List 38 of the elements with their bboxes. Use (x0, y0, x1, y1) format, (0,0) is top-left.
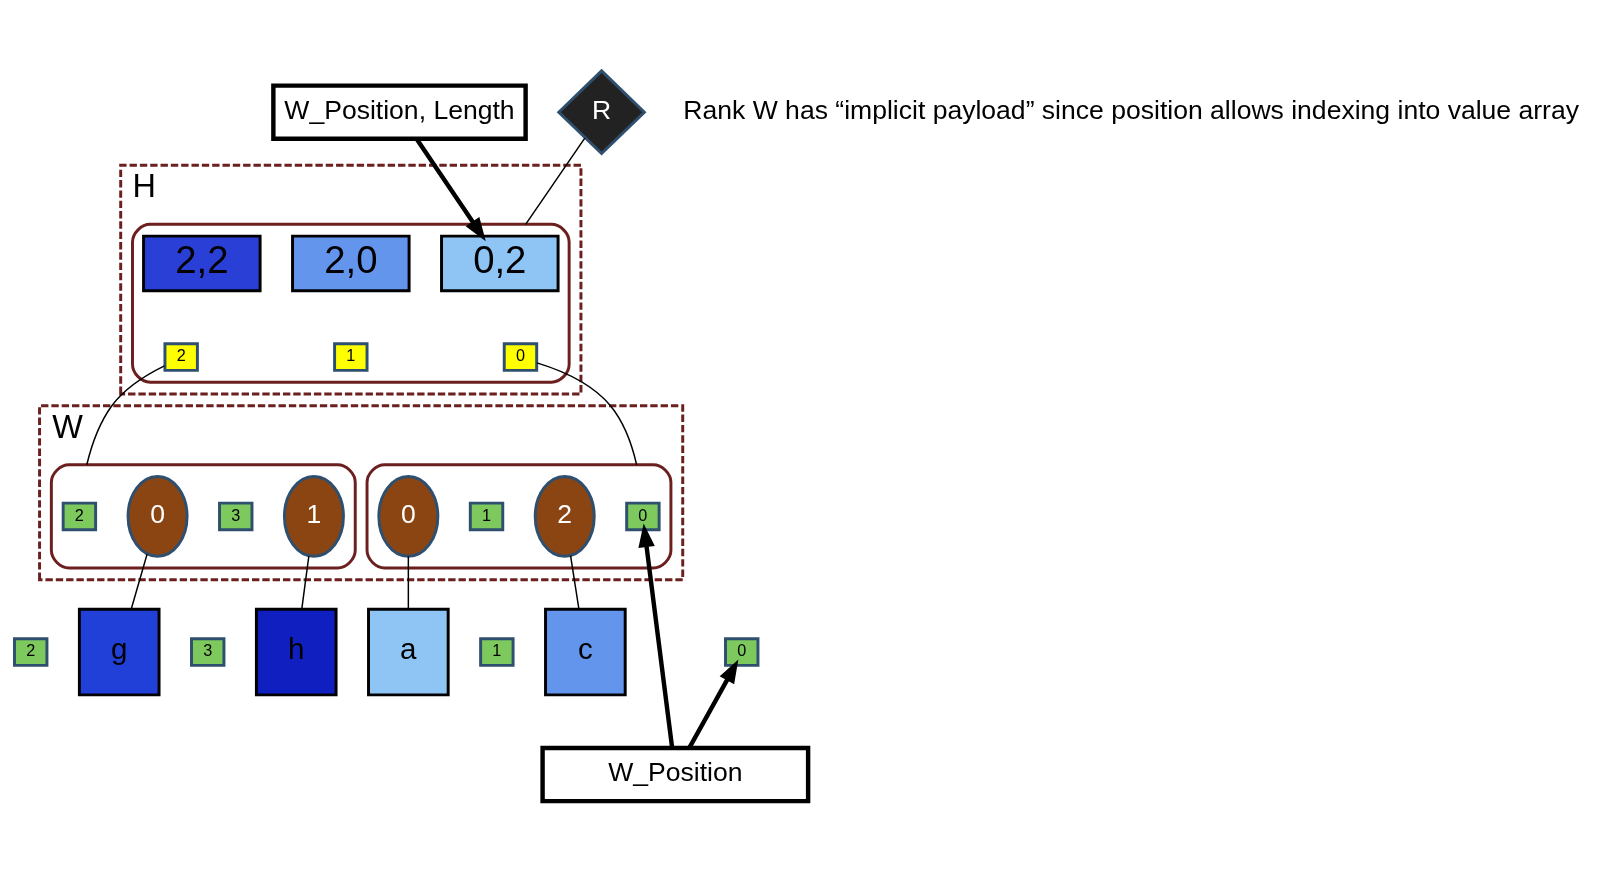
node-box: 1 (468, 501, 505, 532)
node-box: 3 (218, 501, 254, 532)
node-box: 2 (163, 342, 199, 372)
node-box: 0 (502, 342, 539, 372)
node-box: 1 (333, 342, 369, 372)
node-box: 2,2 (142, 234, 262, 293)
node-ellipse: 0 (126, 475, 189, 558)
label: Rank W has “implicit payload” since position allows indexing into value array (683, 94, 1579, 125)
node-box: 0 (724, 637, 760, 667)
cluster (49, 463, 357, 570)
node-ellipse: 1 (282, 475, 345, 558)
node-ellipse: 0 (377, 475, 440, 558)
node-box: W_Position, Length (271, 83, 528, 141)
node-box: 2 (61, 501, 98, 532)
connector (569, 554, 580, 610)
connector (407, 555, 410, 610)
connector (301, 555, 310, 610)
node-box: a (367, 607, 450, 697)
connector (536, 362, 638, 466)
connector (524, 137, 586, 226)
connector (130, 553, 148, 610)
connector (86, 365, 166, 466)
cluster (365, 463, 673, 570)
node-ellipse: 2 (533, 475, 596, 558)
node-box: 0 (625, 501, 661, 532)
node-box: 0,2 (440, 234, 560, 293)
node-box: c (544, 607, 627, 697)
node-box: 3 (190, 637, 226, 667)
arrow (638, 523, 675, 749)
node-box: 2 (13, 637, 49, 667)
node-box: W_Position (540, 745, 811, 804)
node-box: 1 (479, 637, 515, 667)
node-diamond: R (556, 68, 647, 156)
arrow (687, 659, 739, 749)
node-box: h (254, 607, 338, 697)
node-box: 2,0 (291, 234, 411, 293)
node-box: g (77, 607, 161, 697)
cluster (131, 222, 571, 384)
